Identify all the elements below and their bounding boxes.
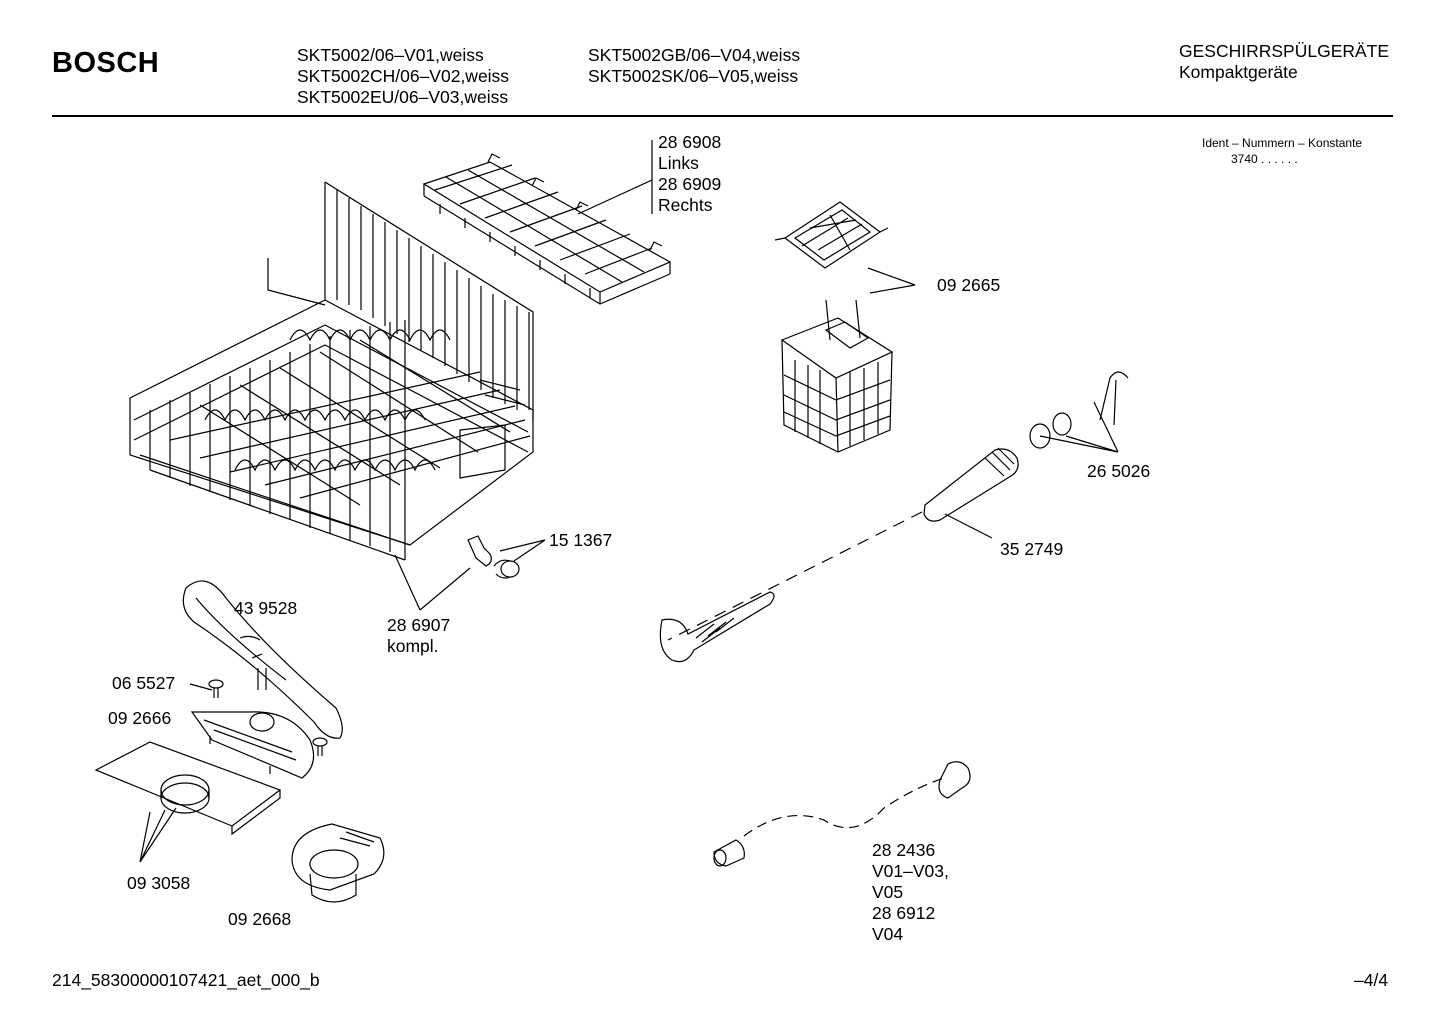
part-label-092666: 09 2666: [108, 708, 172, 728]
screw-drawing: [209, 680, 327, 756]
part-label-439528: 43 9528: [234, 598, 298, 618]
cup-shelf-drawing: [424, 154, 670, 304]
part-number: 28 2436: [872, 840, 936, 860]
category-heading: GESCHIRRSPÜLGERÄTE Kompaktgeräte: [1179, 41, 1389, 83]
microfilter-drawing: [292, 824, 384, 902]
ident-label: Ident – Nummern – Konstante: [1202, 136, 1363, 150]
part-label-265026: 26 5026: [1087, 461, 1151, 481]
model-entry: SKT5002/06–V01,weiss: [297, 45, 484, 65]
model-entry: SKT5002CH/06–V02,weiss: [297, 66, 510, 86]
part-note: V05: [872, 882, 904, 902]
part-note: Links: [658, 153, 699, 173]
part-number: 28 6908: [658, 132, 722, 152]
part-label-092668: 09 2668: [228, 909, 292, 929]
connector-drawing: [468, 536, 519, 578]
leader-lines: [140, 140, 1118, 862]
brand-logo: BOSCH: [52, 47, 160, 79]
part-note: kompl.: [387, 636, 439, 656]
cutlery-basket-drawing: [775, 202, 892, 452]
model-list-1: SKT5002/06–V01,weiss SKT5002CH/06–V02,we…: [297, 45, 509, 108]
part-label-282436: 28 2436 V01–V03, V05 28 6912 V04: [872, 840, 949, 945]
document-id: 214_58300000107421_aet_000_b: [52, 970, 320, 990]
part-note: V01–V03,: [872, 861, 949, 881]
part-label-065527: 06 5527: [112, 673, 176, 693]
model-entry: SKT5002GB/06–V04,weiss: [588, 45, 801, 65]
drain-hose-drawing: [660, 448, 1018, 662]
part-number: 28 6912: [872, 903, 936, 923]
part-note: V04: [872, 924, 904, 944]
model-entry: SKT5002SK/06–V05,weiss: [588, 66, 799, 86]
spray-arm-drawing: [183, 581, 342, 738]
model-entry: SKT5002EU/06–V03,weiss: [297, 87, 509, 107]
hose-clamp-drawing: [1030, 372, 1128, 448]
part-note: Rechts: [658, 195, 713, 215]
header-divider: [52, 115, 1393, 117]
part-label-151367: 15 1367: [549, 530, 613, 550]
page-number: –4/4: [1354, 970, 1389, 990]
part-label-286908: 28 6908 Links 28 6909 Rechts: [658, 132, 721, 216]
part-label-352749: 35 2749: [1000, 539, 1064, 559]
part-number: 28 6907: [387, 615, 451, 635]
part-label-092665: 09 2665: [937, 275, 1001, 295]
inlet-hose-drawing: [714, 762, 970, 866]
dish-rack-drawing: [130, 182, 533, 560]
part-label-093058: 09 3058: [127, 873, 191, 893]
part-label-286907: 28 6907 kompl.: [387, 615, 450, 657]
filter-cover-drawing: [192, 712, 314, 778]
category-title: GESCHIRRSPÜLGERÄTE: [1179, 41, 1390, 61]
part-number: 28 6909: [658, 174, 722, 194]
ident-value: 3740 . . . . . .: [1231, 152, 1298, 166]
model-list-2: SKT5002GB/06–V04,weiss SKT5002SK/06–V05,…: [588, 45, 800, 87]
category-subtitle: Kompaktgeräte: [1179, 62, 1298, 82]
filter-plate-drawing: [96, 742, 280, 834]
